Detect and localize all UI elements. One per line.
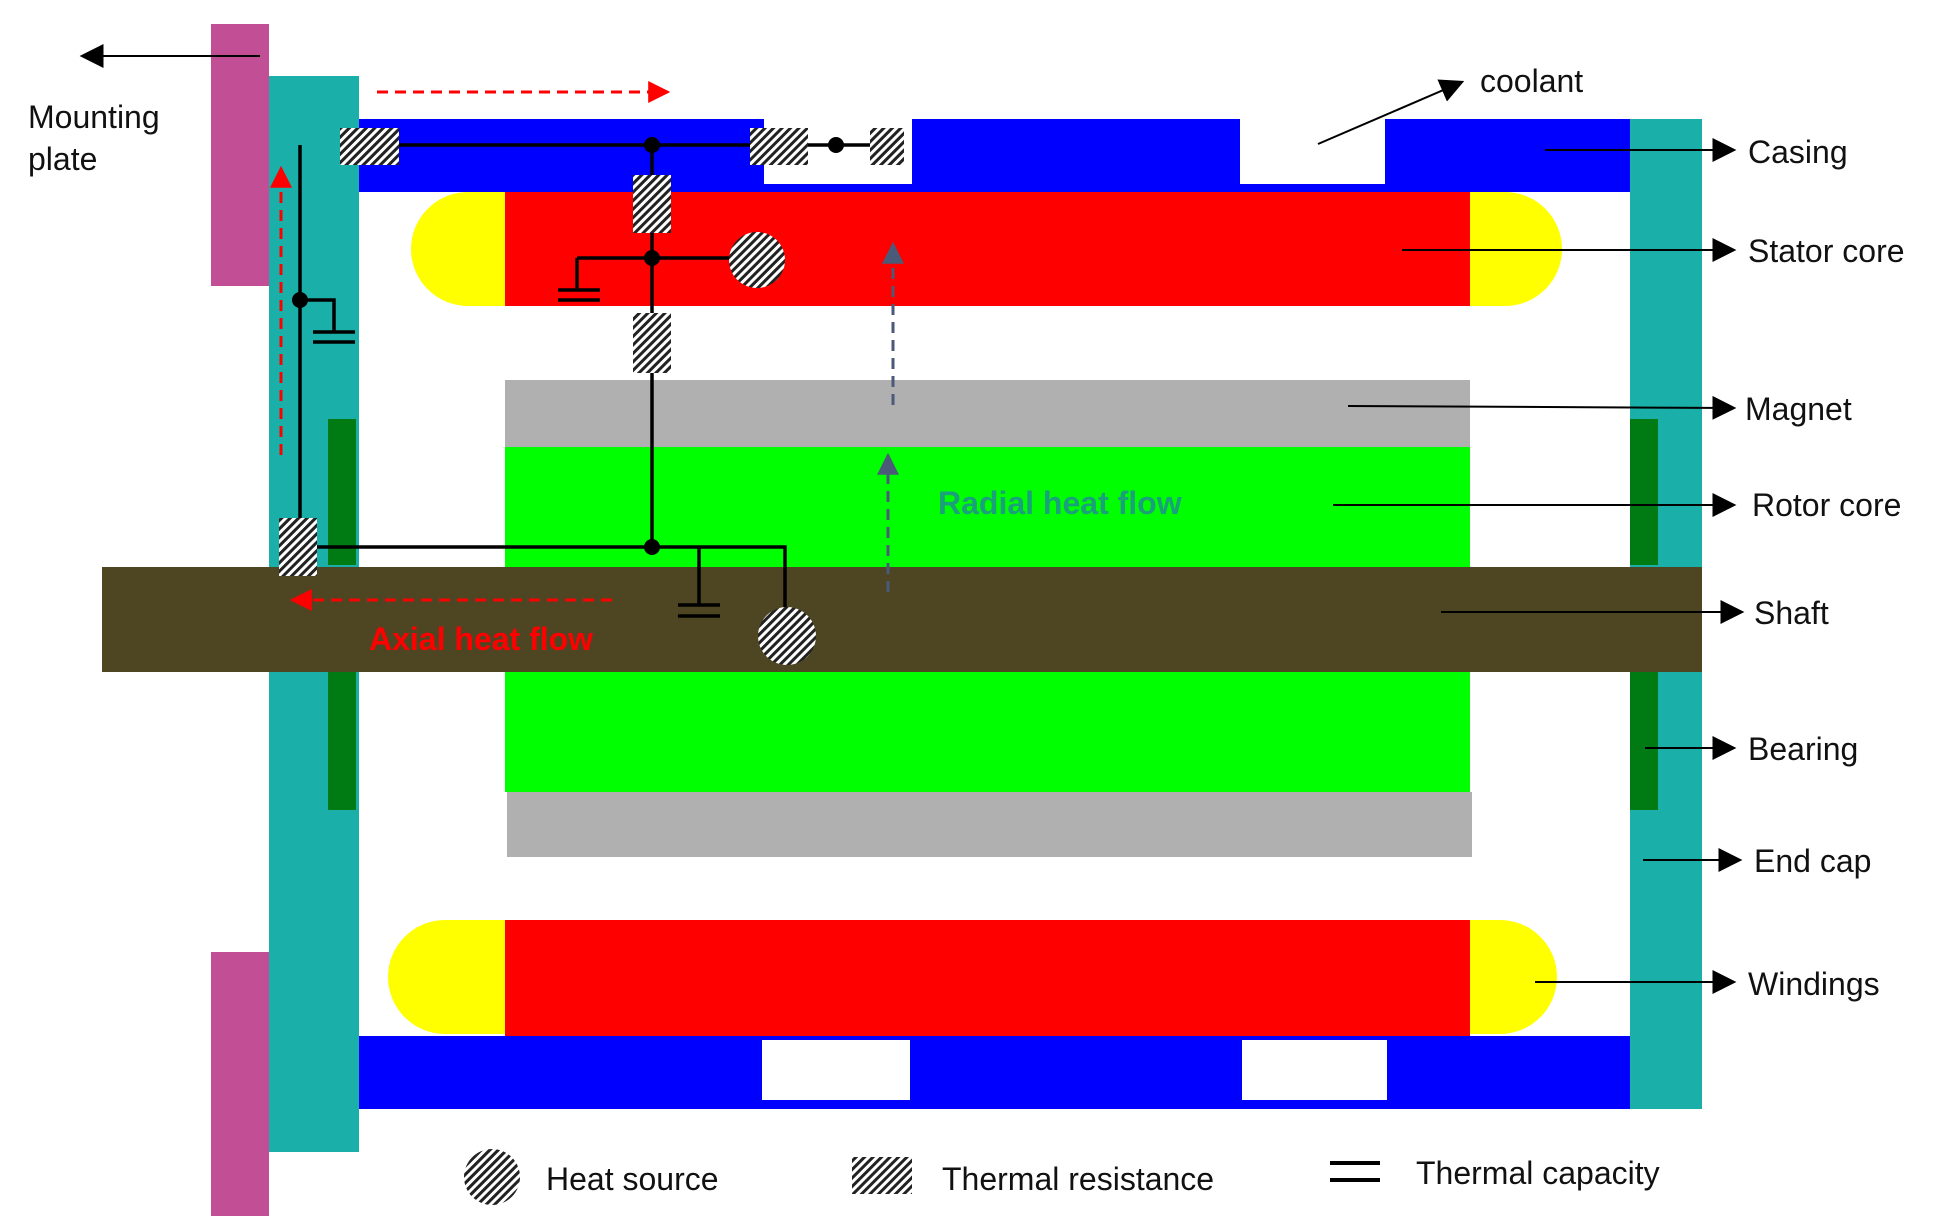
mounting-plate-top	[211, 24, 269, 286]
legend-thermal-capacity-icon	[1330, 1161, 1380, 1182]
bearing-label: Bearing	[1748, 731, 1858, 767]
end-cap-label: End cap	[1754, 843, 1871, 879]
node-casing	[644, 137, 660, 153]
legend-thermal-resistance-label: Thermal resistance	[942, 1161, 1214, 1197]
stator-core-bottom	[505, 920, 1470, 1036]
axial-heat-flow-label: Axial heat flow	[369, 621, 593, 657]
thermal-capacity-rotor	[678, 603, 720, 618]
casing-bottom	[359, 1036, 1630, 1109]
legend-thermal-resistance-icon	[852, 1157, 912, 1194]
leader-lines	[79, 44, 1745, 994]
casing-label: Casing	[1748, 134, 1848, 170]
thermal-resistance-casing-stator	[633, 175, 671, 233]
winding-end-bottom-right	[1470, 920, 1557, 1034]
stator-core-label: Stator core	[1748, 233, 1905, 269]
node-rotor	[644, 539, 660, 555]
bearing-left-upper	[328, 419, 356, 565]
heat-source-stator	[729, 232, 785, 288]
node-endcap	[292, 292, 308, 308]
thermal-resistance-shaft-endcap	[279, 518, 317, 576]
bearing-right-upper	[1630, 419, 1658, 565]
rotor-core-label: Rotor core	[1752, 487, 1901, 523]
rotor-core-bottom	[505, 672, 1470, 792]
coolant-label: coolant	[1480, 63, 1583, 99]
thermal-capacity-stator	[558, 288, 600, 302]
legend-heat-source-label: Heat source	[546, 1161, 719, 1197]
magnet-top	[505, 380, 1470, 447]
bearing-right-lower	[1630, 672, 1658, 810]
radial-heat-flow-label: Radial heat flow	[938, 485, 1182, 521]
thermal-resistance-endcap-casing	[340, 128, 399, 165]
node-casing-coolant	[828, 137, 844, 153]
bearing-left-lower	[328, 672, 356, 810]
magnet-label: Magnet	[1745, 391, 1852, 427]
coolant-channel-top-right	[1240, 119, 1385, 184]
mounting-plate-label-line2: plate	[28, 141, 97, 177]
thermal-capacity-endcap	[313, 330, 355, 344]
legend-thermal-capacity-label: Thermal capacity	[1416, 1155, 1660, 1191]
mounting-plate-bottom	[211, 952, 269, 1216]
thermal-resistance-coolant	[870, 128, 904, 165]
mounting-plate-label-line1: Mounting	[28, 99, 160, 135]
node-stator	[644, 250, 660, 266]
windings-label: Windings	[1748, 966, 1880, 1002]
winding-end-top-left	[411, 192, 505, 306]
casing-top	[359, 119, 1630, 192]
shaft-label: Shaft	[1754, 595, 1829, 631]
coolant-channel-bottom-right	[1242, 1040, 1387, 1100]
coolant-channel-bottom-left	[762, 1040, 910, 1100]
thermal-resistance-stator-rotor	[633, 313, 671, 373]
thermal-resistance-casing-coolant	[750, 128, 808, 165]
legend-heat-source-icon	[464, 1149, 520, 1205]
shaft	[102, 567, 1702, 672]
winding-end-bottom-left	[388, 920, 505, 1034]
magnet-bottom	[507, 792, 1472, 857]
heat-source-rotor	[758, 607, 816, 665]
